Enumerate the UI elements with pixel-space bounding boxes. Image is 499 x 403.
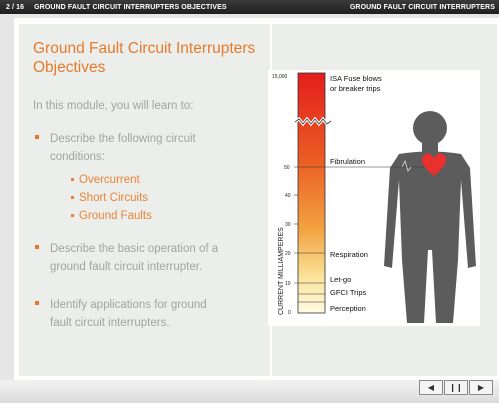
current-effects-diagram: 15,000 50 40 30 20 10 0 CURRENT MILLIAMP… [268, 70, 480, 326]
slide-heading: Ground Fault Circuit Interrupters Object… [33, 39, 263, 77]
sub-item: Short Circuits [71, 192, 148, 204]
fuse-label: ISA Fuse blows [330, 74, 382, 83]
bullet-marker [35, 245, 39, 249]
tick-label: 10 [285, 281, 291, 287]
heading-line-1: Ground Fault Circuit Interrupters [33, 40, 256, 57]
sub-bullet-icon [71, 214, 74, 218]
next-button[interactable]: ▶ [469, 380, 493, 395]
tick-label: 50 [284, 165, 290, 171]
pulse-icon [401, 159, 412, 172]
current-scale-bar [297, 72, 326, 314]
previous-button[interactable]: ◀ [419, 380, 443, 395]
human-body-icon [384, 111, 476, 323]
sub-bullet-icon [71, 196, 74, 200]
section-title: GROUND FAULT CIRCUIT INTERRUPTERS [349, 3, 495, 11]
previous-icon: ◀ [427, 383, 435, 392]
page-indicator: 2 / 16 [6, 3, 25, 11]
respiration-label: Respiration [330, 250, 368, 259]
y-axis-label: CURRENT MILLIAMPERES [278, 227, 285, 315]
letgo-label: Let-go [330, 275, 351, 284]
intro-text: In this module, you will learn to: [33, 100, 194, 112]
tick-label: 0 [288, 310, 291, 316]
sub-item: Ground Faults [71, 210, 152, 222]
tick-label: 15,000 [272, 74, 288, 80]
current-effects-svg: 15,000 50 40 30 20 10 0 CURRENT MILLIAMP… [272, 72, 476, 323]
bullet-marker [35, 301, 39, 305]
pause-icon: ❙❙ [449, 383, 463, 392]
heading-line-2: Objectives [33, 59, 106, 76]
scale-break-line [294, 118, 332, 125]
heart-icon [421, 153, 447, 176]
page-title: GROUND FAULT CIRCUIT INTERRUPTERS OBJECT… [34, 3, 227, 11]
fibrulation-label: Fibrulation [330, 157, 365, 166]
bullet-marker [35, 135, 39, 139]
tick-label: 30 [285, 222, 291, 228]
gfci-label: GFCI Trips [330, 288, 367, 297]
bottom-bar [0, 380, 499, 403]
tick-label: 40 [285, 193, 291, 199]
perception-label: Perception [330, 304, 366, 313]
bullet-text: Identify applications for ground fault c… [50, 299, 207, 329]
bullet-text: Describe the following circuit condition… [50, 133, 196, 163]
pause-button[interactable]: ❙❙ [444, 380, 468, 395]
sub-bullet-icon [71, 178, 74, 182]
fuse-label-2: or breaker trips [330, 84, 381, 93]
top-bar: 2 / 16 GROUND FAULT CIRCUIT INTERRUPTERS… [0, 0, 499, 14]
next-icon: ▶ [477, 383, 485, 392]
tick-label: 20 [285, 251, 291, 257]
bullet-text: Describe the basic operation of a ground… [50, 243, 219, 273]
objectives-panel: Ground Fault Circuit Interrupters Object… [19, 24, 270, 376]
sub-item: Overcurrent [71, 174, 140, 186]
